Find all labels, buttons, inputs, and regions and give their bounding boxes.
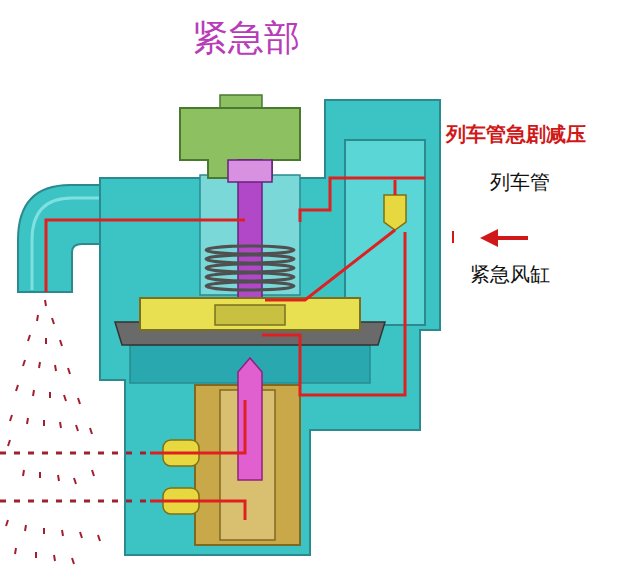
spring-coil bbox=[206, 255, 294, 263]
alert-label: 列车管急剧减压 bbox=[446, 122, 586, 146]
air-channel bbox=[265, 180, 395, 300]
valve-housing bbox=[100, 100, 440, 555]
lower-stem bbox=[238, 358, 262, 480]
spring-coil bbox=[206, 282, 294, 290]
check-valve bbox=[384, 195, 406, 230]
air-channel bbox=[46, 220, 245, 292]
spring-coil bbox=[206, 273, 294, 281]
port-mark bbox=[452, 231, 454, 243]
port-label: 列车管 bbox=[490, 170, 550, 194]
air-channel bbox=[300, 178, 425, 222]
spring-coil bbox=[206, 246, 294, 254]
flow-arrowhead bbox=[480, 229, 498, 247]
piston bbox=[140, 298, 360, 330]
spring-coil bbox=[206, 264, 294, 272]
air-channel bbox=[150, 400, 245, 520]
air-channel bbox=[262, 232, 405, 395]
port-label: 紧急风缸 bbox=[470, 262, 550, 286]
exhaust-spray bbox=[6, 300, 100, 564]
title-text: 紧急部 bbox=[192, 16, 300, 59]
flow-arrow bbox=[494, 236, 528, 240]
exhaust-jet bbox=[0, 453, 150, 501]
stem-head bbox=[228, 160, 272, 182]
piston-hub bbox=[215, 305, 285, 325]
